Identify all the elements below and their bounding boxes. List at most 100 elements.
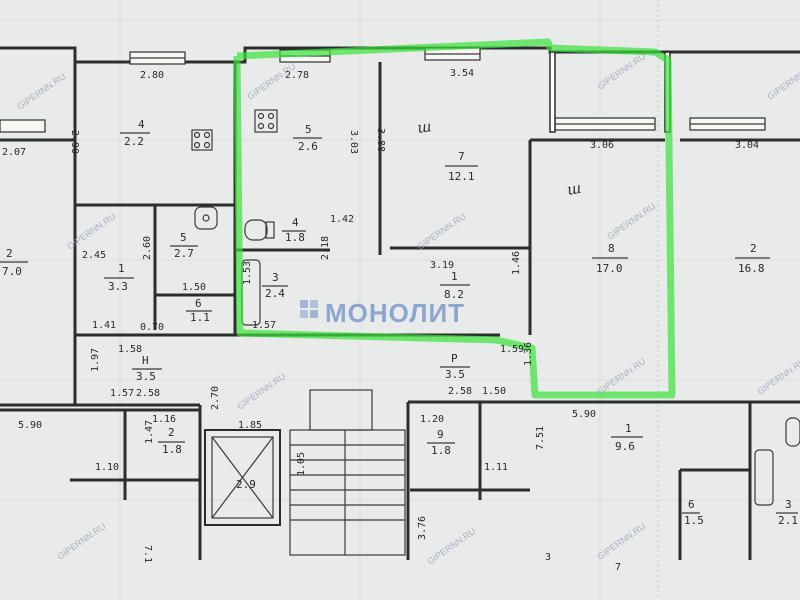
dimension: 2.45: [82, 250, 106, 261]
dimension: 1.16: [152, 414, 176, 425]
logo-mark: [300, 300, 318, 318]
handwritten-marks: ш ш: [416, 117, 583, 199]
dimension: 3.04: [735, 140, 759, 151]
room-number: Р: [451, 352, 458, 365]
dimension: 2.58: [136, 388, 160, 399]
dimension: 7.1: [142, 545, 153, 563]
dimension: 3: [545, 552, 551, 563]
room-number: 7: [458, 150, 465, 163]
dimension: 5.90: [18, 420, 42, 431]
dimension: 1.05: [296, 452, 307, 476]
dimension: 3.19: [430, 260, 454, 271]
dimension: 2.07: [2, 147, 26, 158]
site-watermark: GIPERNN.RU: [755, 356, 800, 397]
dimension: 1.85: [238, 420, 262, 431]
dimension: 1.53: [242, 261, 253, 285]
dimension: 7: [615, 562, 621, 573]
dimension: 2.78: [285, 70, 309, 81]
room-area: 2.1: [778, 514, 798, 527]
stairwell: [289, 389, 406, 556]
site-watermark: GIPERNN.RU: [765, 61, 800, 102]
room-area: 2.2: [124, 135, 144, 148]
room-number: 1: [118, 262, 125, 275]
dimension: 1.59: [500, 344, 524, 355]
dimension: 1.58: [118, 344, 142, 355]
site-watermark: GIPERNN.RU: [425, 526, 477, 567]
room-area: 1.8: [431, 444, 451, 457]
site-watermark: GIPERNN.RU: [65, 211, 117, 252]
dimension: 2.60: [142, 236, 153, 260]
dimension: 3.76: [417, 516, 428, 540]
dimension: 0.70: [140, 322, 164, 333]
dimension-labels: 2.80 2.78 3.54 2.90 3.03 3.88 3.06 3.04 …: [2, 68, 759, 573]
brand-watermark: МОНОЛИТ: [325, 298, 465, 328]
site-watermark: GIPERNN.RU: [15, 71, 67, 112]
dimension: 3.03: [348, 130, 359, 154]
dimension: 1.47: [144, 420, 155, 444]
room-number: 2: [750, 242, 757, 255]
room-area: 2.6: [298, 140, 318, 153]
site-watermark: GIPERNN.RU: [595, 51, 647, 92]
dimension: 1.36: [523, 342, 534, 366]
elevator-shaft: [204, 429, 281, 526]
dimension: 1.97: [90, 348, 101, 372]
dimension: 2.90: [69, 130, 80, 154]
room-number: 2: [6, 247, 13, 260]
handwritten-note: ш: [416, 117, 433, 137]
dimension: 3.54: [450, 68, 474, 79]
room-area: 3.5: [445, 368, 465, 381]
room-area: 3.3: [108, 280, 128, 293]
room-number: 2: [168, 426, 175, 439]
room-area: 7.0: [2, 265, 22, 278]
toilet: [785, 417, 800, 447]
dimension: 2.80: [140, 70, 164, 81]
room-area: 1.8: [285, 231, 305, 244]
room-number: 5: [180, 231, 187, 244]
site-watermark: GIPERNN.RU: [595, 521, 647, 562]
room-area: 3.5: [136, 370, 156, 383]
dimension: 3.06: [590, 140, 614, 151]
toilet: [244, 219, 275, 241]
dimension: 1.50: [182, 282, 206, 293]
dimension: 1.11: [484, 462, 508, 473]
kitchen-stove: [191, 129, 213, 151]
dimension: 1.10: [95, 462, 119, 473]
site-watermark: GIPERNN.RU: [235, 371, 287, 412]
dimension: 5.90: [572, 409, 596, 420]
dimension: 1.46: [511, 251, 522, 275]
room-area: 1.8: [162, 443, 182, 456]
room-area: 1.5: [684, 514, 704, 527]
dimension: 2.18: [320, 236, 331, 260]
dimension: 7.51: [535, 426, 546, 450]
site-watermark: GIPERNN.RU: [605, 201, 657, 242]
site-watermark: GIPERNN.RU: [415, 211, 467, 252]
site-watermark: GIPERNN.RU: [245, 61, 297, 102]
room-number: 4: [138, 118, 145, 131]
room-number: 4: [292, 216, 299, 229]
room-number: 3: [272, 271, 279, 284]
room-area: 2.7: [174, 247, 194, 260]
interior-walls: [70, 62, 800, 560]
room-area: 2.4: [265, 287, 285, 300]
room-area: 1.1: [190, 311, 210, 324]
handwritten-note: ш: [566, 179, 583, 199]
room-number: 6: [195, 297, 202, 310]
room-number: 1: [625, 422, 632, 435]
room-area: 8.2: [444, 288, 464, 301]
room-number: 1: [451, 270, 458, 283]
site-watermark: GIPERNN.RU: [55, 521, 107, 562]
dimension: 1.20: [420, 414, 444, 425]
dimension: 1.41: [92, 320, 116, 331]
dimension: 2.70: [210, 386, 221, 410]
room-area: 2.9: [236, 478, 256, 491]
dimension: 2.58: [448, 386, 472, 397]
room-area: 9.6: [615, 440, 635, 453]
room-number: 3: [785, 498, 792, 511]
dimension: 1.42: [330, 214, 354, 225]
dimension: 3.88: [375, 128, 386, 152]
dimension: 1.57: [252, 320, 276, 331]
room-labels: 4 2.2 5 2.6 7 12.1 8 17.0 2 16.8 2 7.0 1…: [0, 118, 798, 527]
room-number: 5: [305, 123, 312, 136]
